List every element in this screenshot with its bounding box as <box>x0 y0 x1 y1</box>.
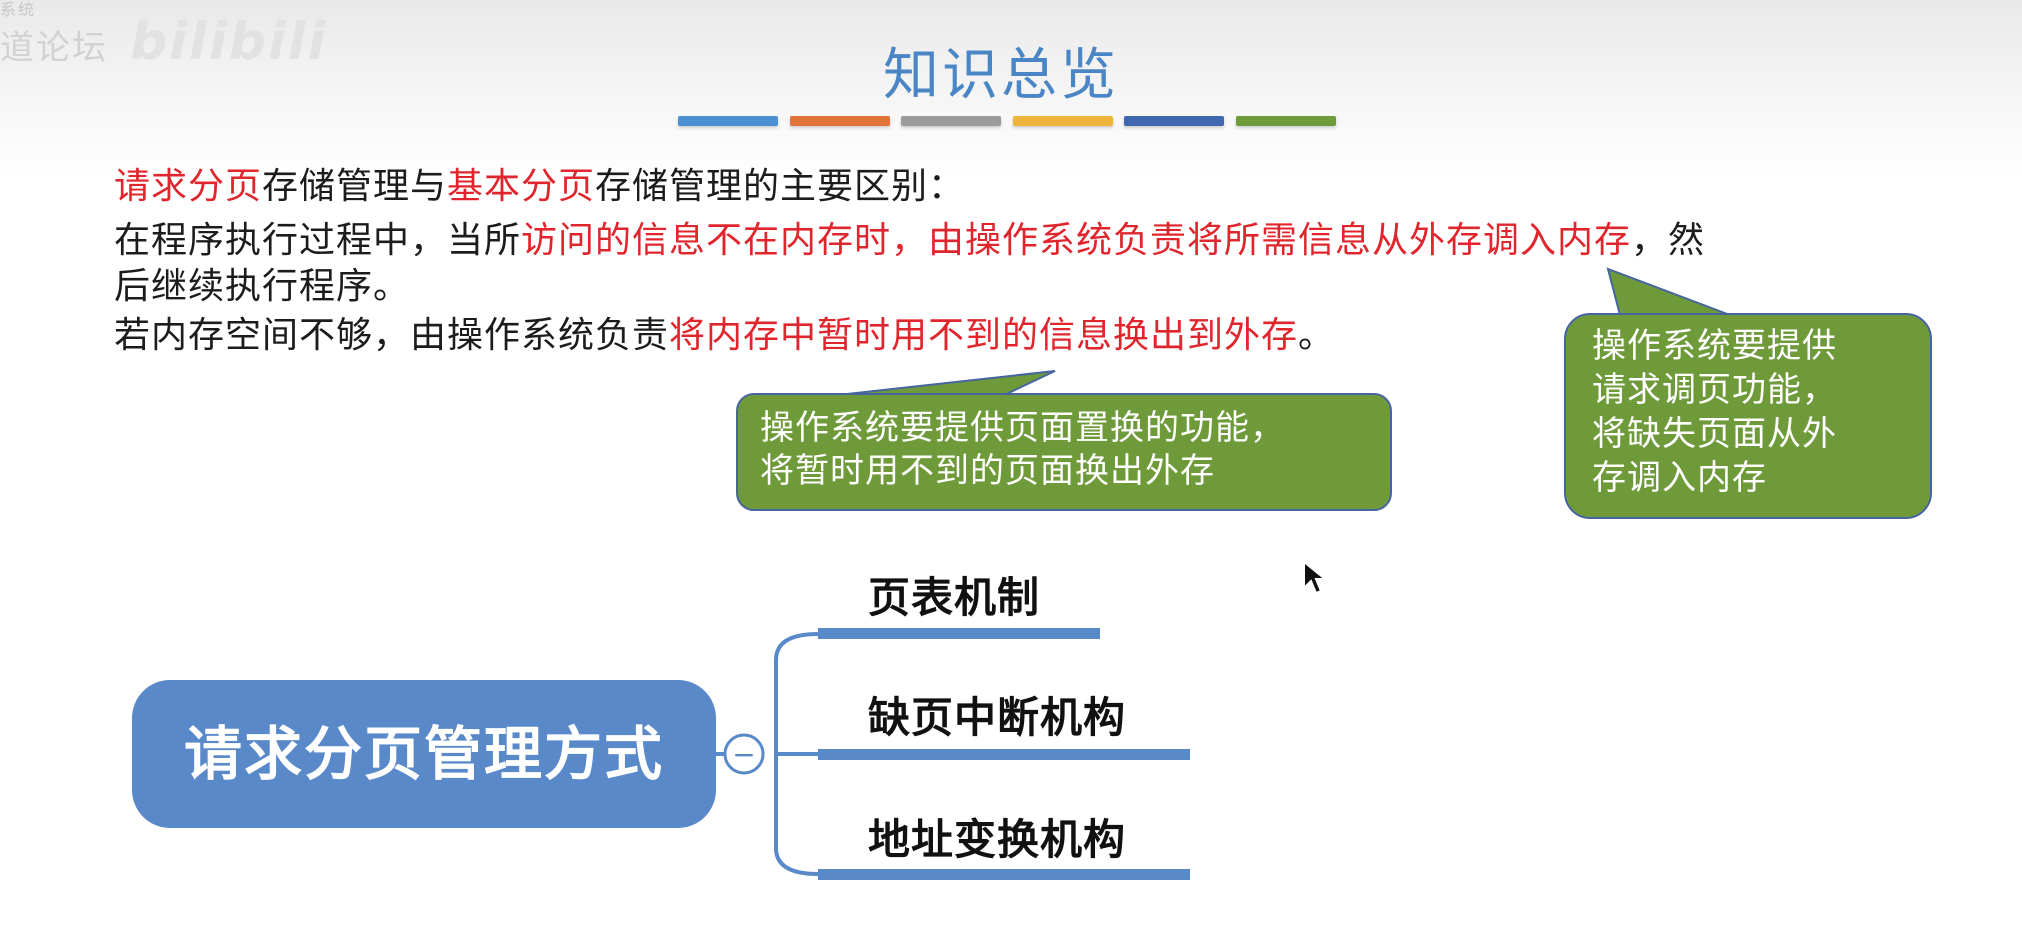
header-background <box>0 0 2022 180</box>
text-segment: 在程序执行过程中，当所 <box>114 220 522 261</box>
text-segment: 存储管理的主要区别： <box>595 166 966 207</box>
branch-underline-2 <box>818 749 1190 760</box>
right-callout-line-4: 存调入内存 <box>1592 458 1767 498</box>
bilibili-logo: bilibili <box>130 12 328 72</box>
text-segment: 若内存空间不够，由操作系统负责 <box>114 315 670 356</box>
color-bar-5 <box>1124 116 1224 126</box>
branch-page-fault[interactable]: 缺页中断机构 <box>868 693 1127 742</box>
middle-callout: 操作系统要提供页面置换的功能， 将暂时用不到的页面换出外存 <box>736 393 1392 511</box>
watermark-text: 道论坛 <box>0 28 108 68</box>
highlight-page-in: 访问的信息不在内存时，由操作系统负责将所需信息从外存调入内存 <box>521 220 1632 261</box>
highlight-page-out: 将内存中暂时用不到的信息换出到外存 <box>669 315 1299 356</box>
text-line-1: 请求分页存储管理与基本分页存储管理的主要区别： <box>114 164 965 210</box>
video-watermark: 系统 道论坛 bilibili <box>0 0 328 72</box>
middle-callout-line-1: 操作系统要提供页面置换的功能， <box>760 408 1285 448</box>
mouse-cursor-icon <box>1303 560 1328 595</box>
right-callout: 操作系统要提供 请求调页功能， 将缺失页面从外 存调入内存 <box>1564 313 1932 519</box>
color-bar-1 <box>678 116 778 126</box>
highlight-basic-paging: 基本分页 <box>447 166 596 207</box>
watermark-tiny-text: 系统 <box>0 0 37 19</box>
branch-address-translation[interactable]: 地址变换机构 <box>868 815 1127 864</box>
branch-underline-1 <box>818 628 1100 639</box>
color-bar-4 <box>1013 116 1113 126</box>
mindmap-root-node[interactable]: 请求分页管理方式 <box>132 680 716 828</box>
collapse-toggle-icon: − <box>732 738 755 771</box>
middle-callout-line-2: 将暂时用不到的页面换出外存 <box>760 451 1215 491</box>
text-segment: 存储管理与 <box>262 166 448 207</box>
text-line-4: 若内存空间不够，由操作系统负责将内存中暂时用不到的信息换出到外存。 <box>114 313 1335 359</box>
right-callout-line-1: 操作系统要提供 <box>1592 326 1837 366</box>
color-bar-2 <box>790 116 890 126</box>
branch-underline-3 <box>818 869 1190 880</box>
right-callout-line-3: 将缺失页面从外 <box>1592 414 1837 454</box>
slide-title: 知识总览 <box>883 43 1119 108</box>
text-segment: ，然 <box>1631 220 1706 261</box>
branch-page-table[interactable]: 页表机制 <box>868 573 1041 622</box>
highlight-request-paging: 请求分页 <box>114 166 263 207</box>
text-line-3: 后继续执行程序。 <box>114 266 411 307</box>
text-segment: 。 <box>1298 315 1336 356</box>
collapse-toggle-circle[interactable] <box>723 733 765 775</box>
right-callout-line-2: 请求调页功能， <box>1592 370 1837 410</box>
text-line-2: 在程序执行过程中，当所访问的信息不在内存时，由操作系统负责将所需信息从外存调入内… <box>114 218 1705 264</box>
color-bar-6 <box>1236 116 1336 126</box>
color-bar-3 <box>901 116 1001 126</box>
